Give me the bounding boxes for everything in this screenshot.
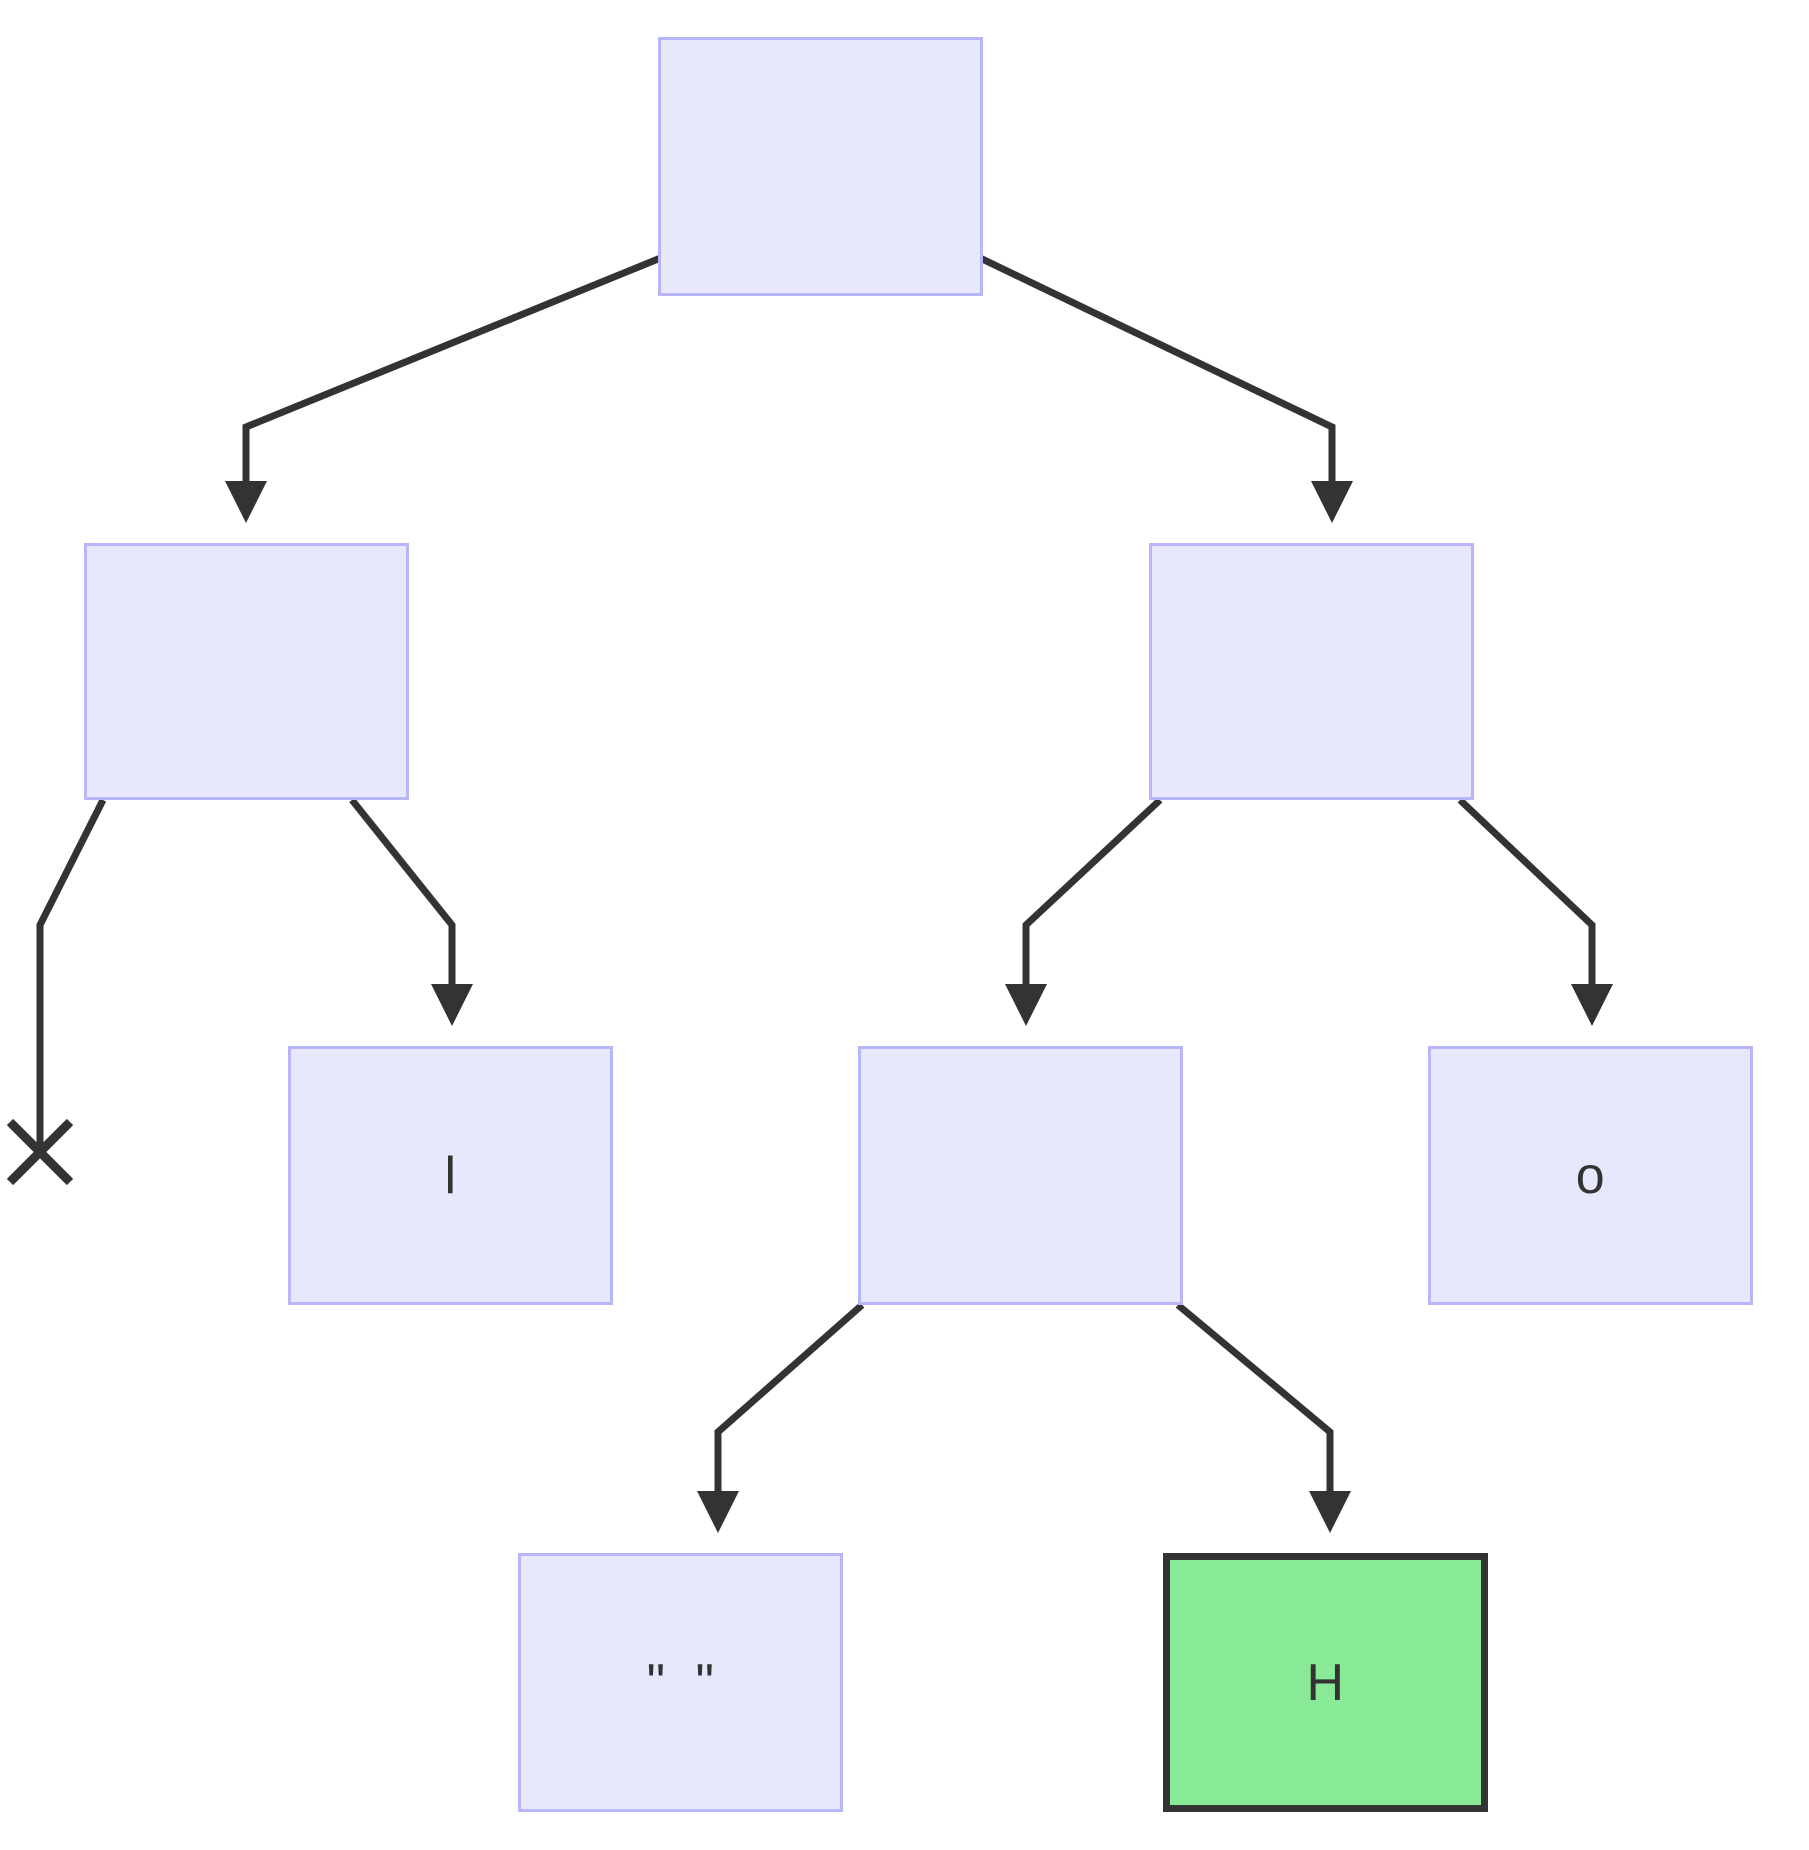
edge-root-to-n-left	[225, 253, 665, 523]
edge-n-left-to-n-l	[349, 797, 473, 1026]
edge-n-mid-to-n-h	[1175, 1302, 1351, 1533]
markers-group	[6, 1118, 74, 1186]
tree-node-n-space[interactable]: " "	[518, 1553, 843, 1812]
tree-node-label: " "	[646, 1653, 715, 1712]
edge-n-right-to-n-mid	[1005, 797, 1163, 1026]
null-x-icon	[6, 1118, 74, 1186]
edge-root-to-n-right	[976, 253, 1353, 523]
tree-node-root[interactable]	[658, 37, 983, 296]
tree-node-n-mid[interactable]	[858, 1046, 1183, 1305]
tree-node-n-o[interactable]: o	[1428, 1046, 1753, 1305]
tree-node-label: l	[444, 1146, 457, 1205]
tree-node-n-h[interactable]: H	[1163, 1553, 1488, 1812]
edge-n-mid-to-n-space	[697, 1302, 865, 1533]
edge-n-right-to-n-o	[1457, 797, 1613, 1026]
tree-node-n-l[interactable]: l	[288, 1046, 613, 1305]
tree-node-n-right[interactable]	[1149, 543, 1474, 800]
tree-node-label: o	[1575, 1146, 1606, 1205]
edges-group	[36, 253, 1613, 1533]
tree-node-label: H	[1306, 1653, 1345, 1712]
edge-n-left-to-null-x	[36, 798, 107, 1152]
tree-node-n-left[interactable]	[84, 543, 409, 800]
